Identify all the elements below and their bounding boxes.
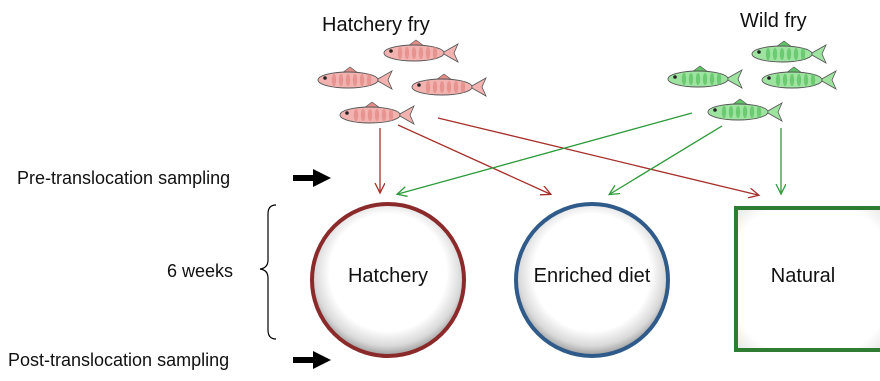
wild-fry-label: Wild fry — [740, 10, 807, 32]
pre-sampling-label: Pre-translocation sampling — [17, 168, 231, 188]
wild-fish-1 — [751, 40, 827, 64]
arrow-wild-to-enriched — [610, 125, 723, 194]
hatchery-fish-1 — [383, 39, 459, 63]
wild-fish-4 — [707, 98, 783, 122]
hatchery-fish-3 — [411, 73, 487, 97]
hatchery-fry-label: Hatchery fry — [322, 14, 430, 36]
wild-fish-3 — [761, 66, 837, 90]
arrow-wild-to-hatchery — [398, 112, 693, 194]
post-sampling-arrow — [293, 351, 331, 369]
hatchery-fry-school — [317, 39, 487, 125]
node-enriched-circle — [514, 202, 670, 358]
node-enriched-label: Enriched diet — [533, 265, 651, 287]
pre-sampling-arrow — [293, 169, 331, 187]
wild-fry-school — [667, 40, 837, 122]
duration-label: 6 weeks — [167, 261, 234, 281]
hatchery-fish-2 — [317, 66, 393, 90]
hatchery-fish-4 — [339, 101, 415, 125]
arrow-hatchery-to-natural — [437, 117, 758, 195]
node-hatchery-circle — [310, 202, 466, 358]
node-natural-square — [734, 206, 880, 352]
duration-brace — [259, 204, 277, 340]
wild-fish-2 — [667, 65, 743, 89]
arrow-hatchery-to-enriched — [397, 124, 550, 194]
node-natural-label: Natural — [770, 265, 836, 287]
post-sampling-label: Post-translocation sampling — [8, 350, 230, 370]
node-hatchery-label: Hatchery — [347, 265, 429, 287]
